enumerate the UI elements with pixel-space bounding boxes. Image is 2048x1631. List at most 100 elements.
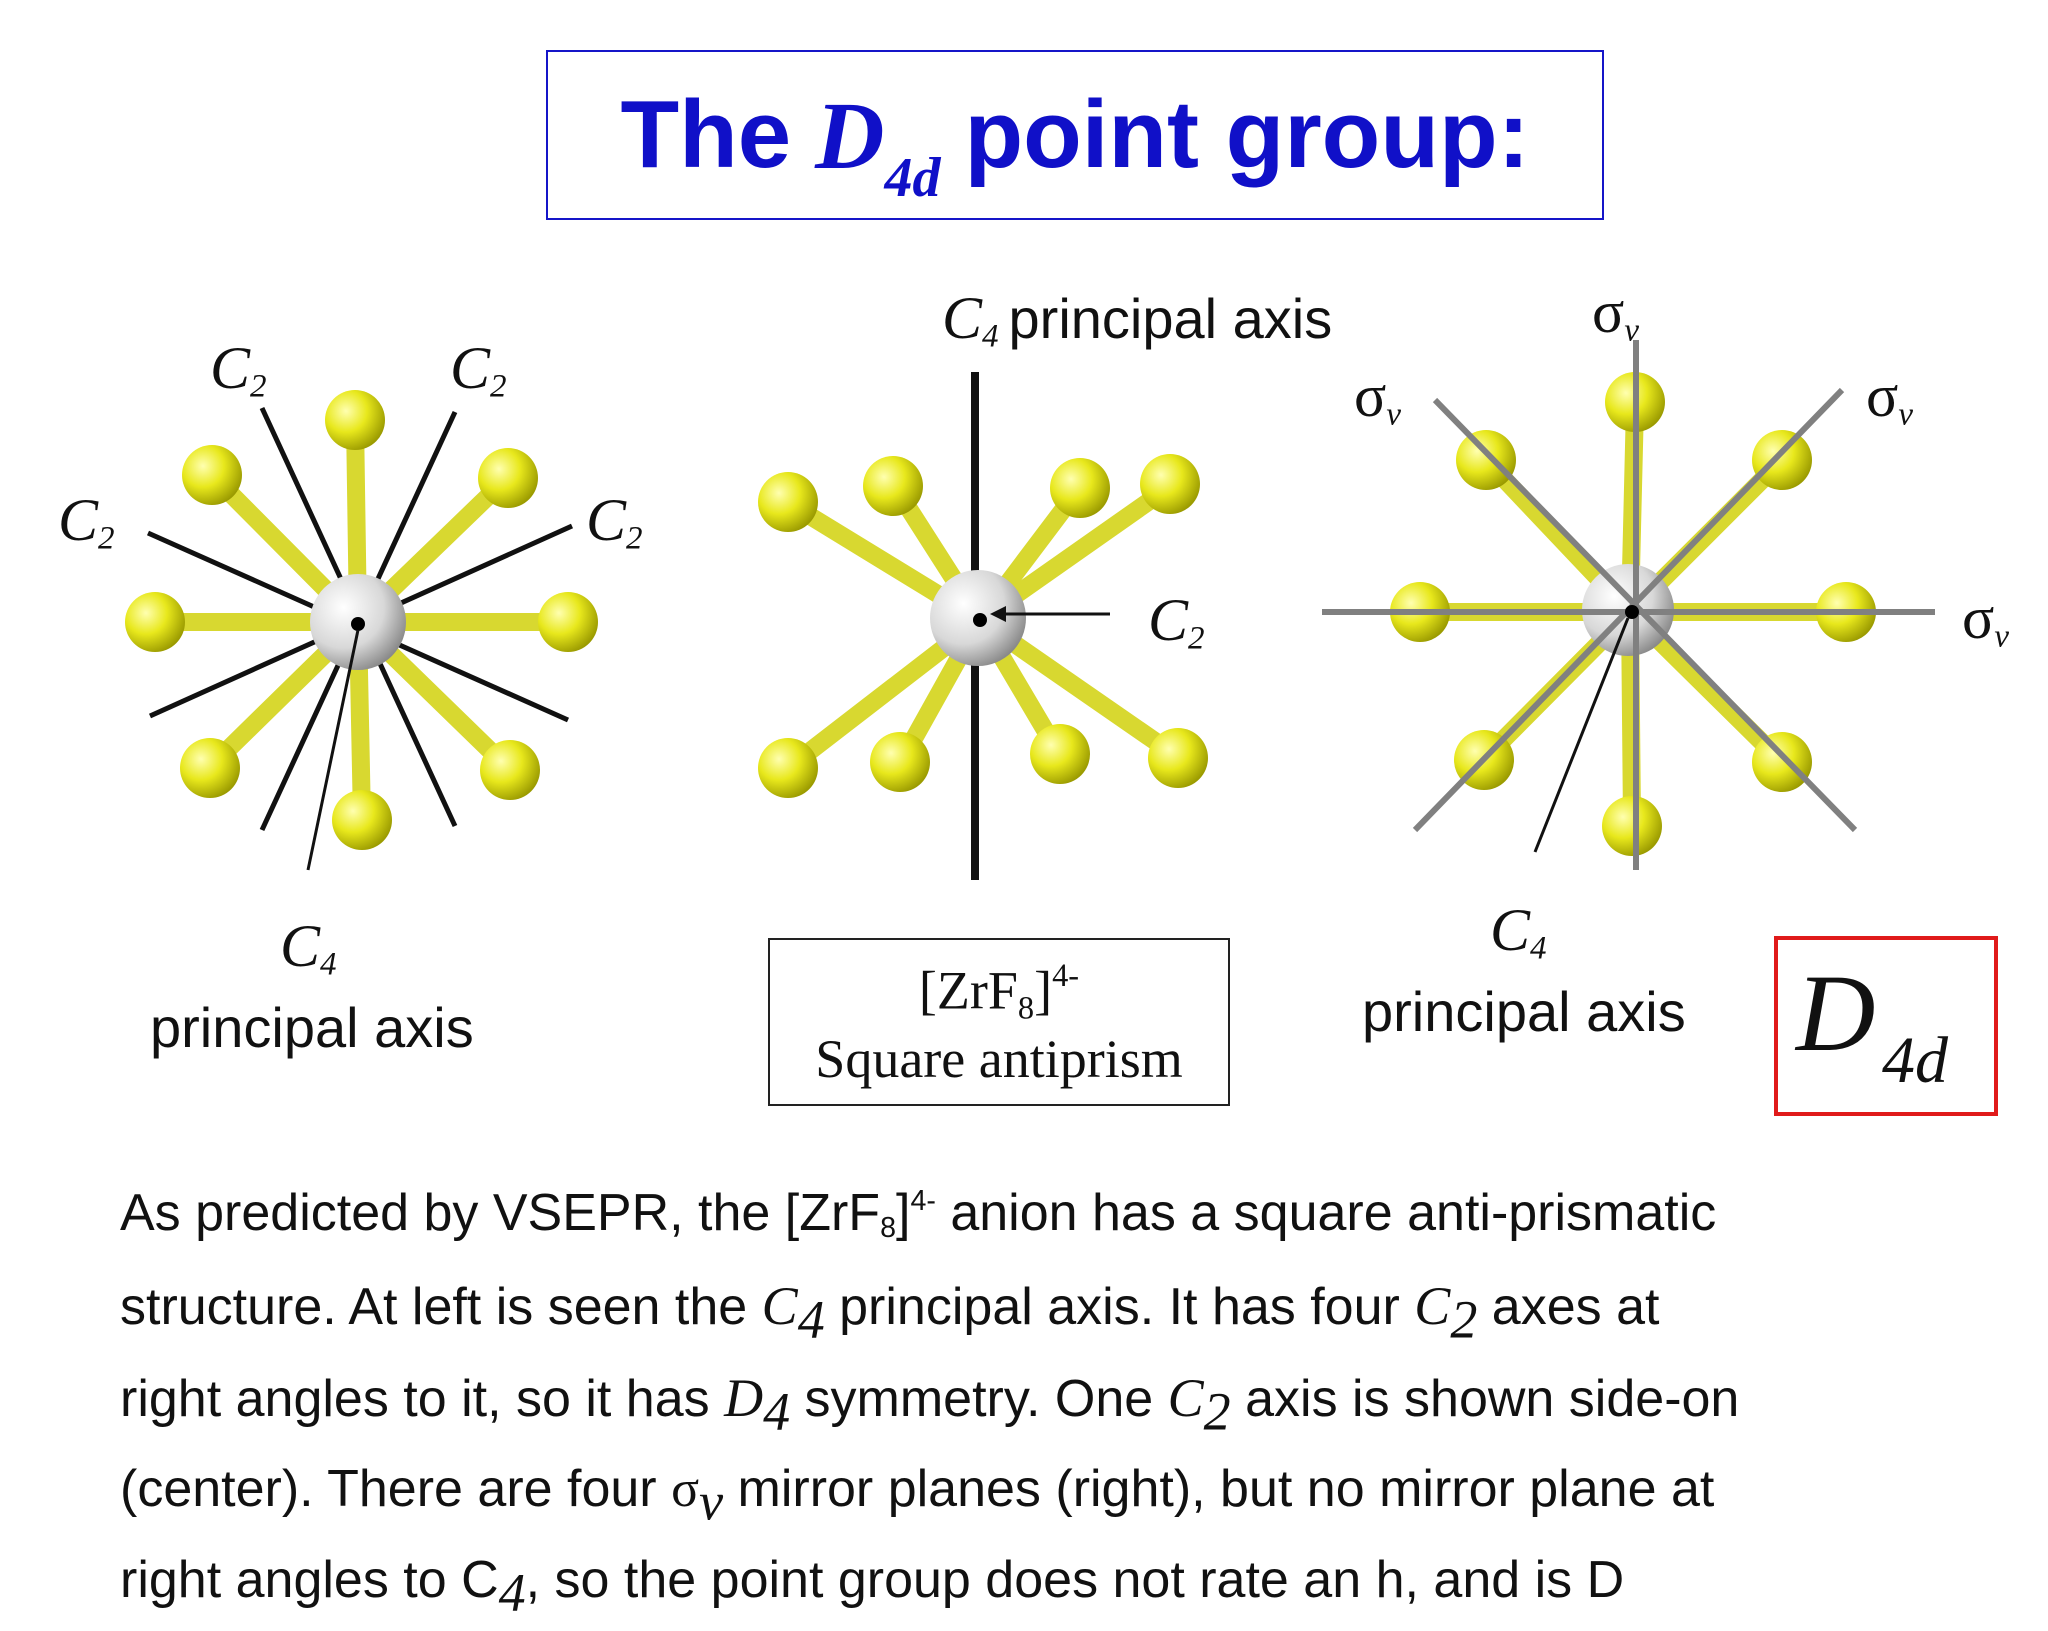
c4-subscript: 4 — [320, 946, 337, 983]
fluorine-atom — [325, 390, 385, 450]
c2-letter: C — [586, 487, 627, 553]
sigma-subscript: v — [1994, 618, 2009, 655]
text-sub: v — [699, 1471, 724, 1532]
sigma-v-label: σv — [1866, 366, 1913, 431]
paragraph-line: right angles to C4, so the point group d… — [120, 1541, 1980, 1631]
principal-axis-text: principal axis — [1008, 287, 1333, 350]
c4-pointer-line — [306, 629, 360, 871]
sigma-v-label: σv — [1592, 282, 1639, 347]
title-suffix: point group: — [964, 81, 1530, 188]
title-prefix: The — [620, 81, 792, 188]
sigma-subscript: v — [1898, 396, 1913, 433]
principal-axis-label: principal axis — [150, 996, 474, 1059]
fluorine-atom — [1140, 454, 1200, 514]
text-sup: 4- — [910, 1185, 936, 1217]
c2-label: C2 — [450, 338, 507, 403]
result-subscript: 4d — [1882, 1024, 1948, 1097]
molecule-name: Square antiprism — [815, 1028, 1183, 1089]
title-symbol-letter: D — [815, 81, 885, 189]
c4-letter: C — [942, 285, 983, 351]
explanation-paragraph: As predicted by VSEPR, the [ZrF8]4- anio… — [120, 1162, 1980, 1631]
fluorine-atom — [870, 732, 930, 792]
center-molecule — [758, 372, 1208, 880]
c4-axis-dot — [1625, 605, 1639, 619]
sigma-subscript: v — [1386, 396, 1401, 433]
c2-letter: C — [1148, 587, 1189, 653]
principal-axis-label: principal axis — [1362, 980, 1686, 1043]
formula-close: ] — [1034, 960, 1053, 1021]
c2-pointer-arrowhead — [990, 606, 1006, 622]
text-run: ] — [895, 1184, 911, 1243]
c2-subscript: 2 — [490, 368, 507, 405]
c4-label: C4 — [1490, 900, 1547, 965]
fluorine-atom — [478, 448, 538, 508]
text-run: symmetry. One — [790, 1369, 1168, 1428]
fluorine-atom — [1602, 796, 1662, 856]
sigma-letter: σ — [1592, 279, 1625, 345]
fluorine-atom — [1030, 724, 1090, 784]
c4-label: C4 — [280, 916, 337, 981]
page-title: The D4d point group: — [546, 50, 1604, 220]
formula-sub: 8 — [1017, 990, 1035, 1027]
text-run: , so the point group does not rate an h,… — [525, 1550, 1625, 1609]
fluorine-atom — [758, 738, 818, 798]
sigma-v-label: σv — [1962, 588, 2009, 653]
formula-open: [ZrF — [918, 960, 1018, 1021]
text-run: axes at — [1477, 1278, 1660, 1337]
paragraph-line: (center). There are four σv mirror plane… — [120, 1450, 1980, 1541]
mirror-plane-line — [1432, 397, 1858, 833]
c2-subscript: 2 — [626, 520, 643, 557]
text-run: anion has a square anti-prismatic — [935, 1184, 1717, 1243]
c2-letter: C — [450, 335, 491, 401]
point-group-result: D 4d — [1774, 936, 1998, 1116]
c2-subscript: 2 — [250, 368, 267, 405]
c2-label: C2 — [210, 338, 267, 403]
paragraph-line: right angles to it, so it has D4 symmetr… — [120, 1359, 1980, 1451]
fluorine-atom — [1752, 430, 1812, 490]
sigma-subscript: v — [1624, 312, 1639, 349]
result-symbol: D — [1796, 952, 1876, 1074]
c4-pointer-line — [1533, 617, 1630, 853]
c4-axis-dot — [351, 617, 365, 631]
text-symbol: C — [1414, 1276, 1451, 1337]
fluorine-atom — [1752, 732, 1812, 792]
c4-subscript: 4 — [982, 318, 999, 355]
text-sub: 8 — [880, 1212, 896, 1245]
fluorine-atom — [125, 592, 185, 652]
c4-subscript: 4 — [1530, 930, 1547, 967]
sigma-letter: σ — [1962, 585, 1995, 651]
fluorine-atom — [332, 790, 392, 850]
text-run: right angles to C — [120, 1550, 499, 1609]
c2-letter: C — [58, 487, 99, 553]
text-sub: 4 — [797, 1289, 825, 1350]
text-symbol: σ — [671, 1461, 700, 1519]
c2-subscript: 2 — [1188, 620, 1205, 657]
fluorine-atom — [1050, 458, 1110, 518]
right-molecule — [1322, 340, 1935, 870]
fluorine-atom — [1456, 430, 1516, 490]
molecule-caption: [ZrF8]4- Square antiprism — [768, 938, 1230, 1106]
text-run: principal axis. It has four — [824, 1278, 1415, 1337]
c2-axis-dot — [973, 613, 987, 627]
text-run: As predicted by VSEPR, the [ZrF — [120, 1184, 881, 1243]
c2-label: C2 — [58, 490, 115, 555]
text-run: (center). There are four — [120, 1460, 672, 1519]
text-sub: 4 — [763, 1381, 791, 1442]
paragraph-line: As predicted by VSEPR, the [ZrF8]4- anio… — [120, 1162, 1980, 1267]
text-sub: 4 — [498, 1562, 526, 1623]
sigma-v-label: σv — [1354, 366, 1401, 431]
text-symbol: C — [1167, 1367, 1204, 1428]
c4-letter: C — [280, 913, 321, 979]
text-symbol: D — [724, 1367, 764, 1428]
text-run: structure. At left is seen the — [120, 1278, 762, 1337]
fluorine-atom — [863, 456, 923, 516]
title-symbol: D4d — [815, 80, 940, 209]
molecule-formula: [ZrF8]4- — [770, 958, 1228, 1028]
paragraph-line: structure. At left is seen the C4 princi… — [120, 1267, 1980, 1359]
text-run: axis is shown side-on — [1230, 1369, 1740, 1428]
center-fluorine-atoms — [758, 454, 1208, 798]
left-fluorine-atoms — [125, 390, 598, 850]
c2-subscript: 2 — [98, 520, 115, 557]
text-symbol: C — [761, 1276, 798, 1337]
